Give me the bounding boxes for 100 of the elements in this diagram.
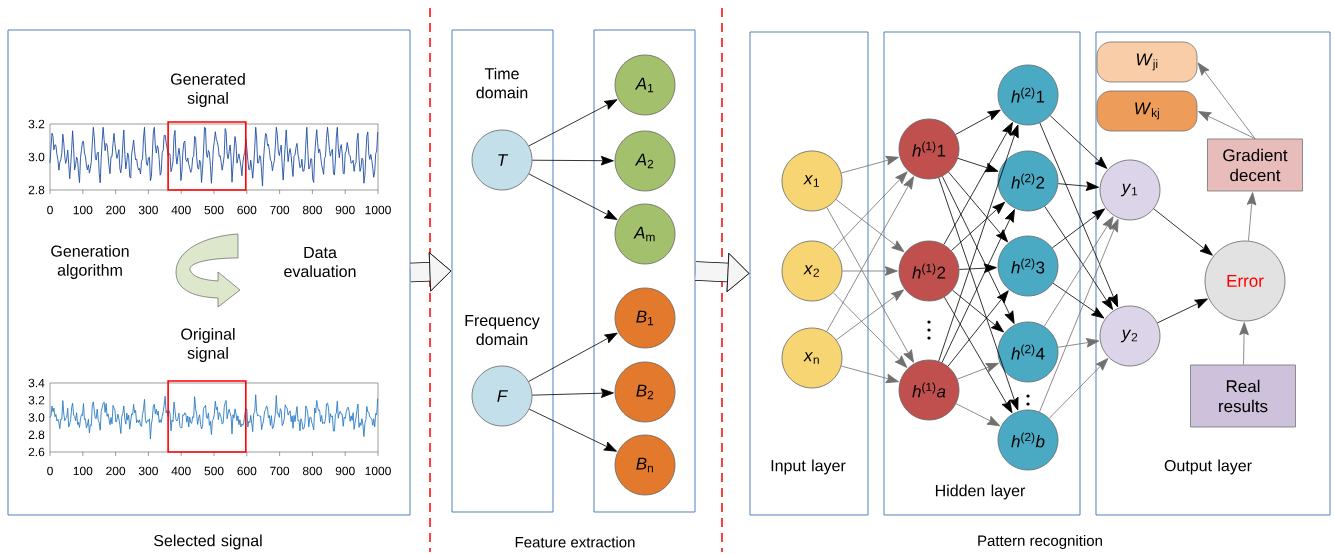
step-label: Generation algorithm xyxy=(51,245,129,279)
data-box: Real results xyxy=(1190,364,1296,428)
tick-label: 2.8 xyxy=(28,430,45,440)
arrow xyxy=(947,290,1009,367)
section-caption: Pattern recognition xyxy=(978,535,1102,549)
arrow xyxy=(832,292,908,368)
tick-label: 2.6 xyxy=(28,447,45,457)
arrow xyxy=(528,99,618,147)
block-arrow xyxy=(695,252,750,293)
weight-box: W$_{ji}$ xyxy=(1096,41,1198,83)
arrow xyxy=(1246,192,1257,242)
tick-label: 100 xyxy=(73,205,93,215)
layer-label: Input layer xyxy=(771,459,846,475)
step-label: Data evaluation xyxy=(284,246,356,278)
arrow xyxy=(1049,115,1108,169)
tick-label: 3.0 xyxy=(28,413,45,422)
arrow xyxy=(840,365,899,384)
tick-label: 300 xyxy=(138,205,158,215)
arrow xyxy=(1039,122,1119,308)
arrow xyxy=(1157,298,1208,324)
tick-label: 200 xyxy=(106,205,126,215)
arrow xyxy=(1153,208,1213,256)
tick-label: 0 xyxy=(47,466,53,476)
arrow xyxy=(1197,62,1256,139)
arrow xyxy=(1043,216,1114,327)
tick-label: 3.2 xyxy=(28,119,45,129)
tick-label: 3.0 xyxy=(28,152,45,162)
arrow xyxy=(941,209,1015,363)
section-caption: Selected signal xyxy=(154,534,262,550)
weight-box: W$_{kj}$ xyxy=(1096,90,1198,132)
arrow xyxy=(1057,181,1099,191)
arrow xyxy=(1052,282,1105,319)
arrow xyxy=(952,289,1004,333)
arrow xyxy=(528,332,618,382)
arrow xyxy=(532,155,614,166)
tick-label: 800 xyxy=(302,466,322,476)
arrow xyxy=(826,176,914,332)
panel-frame xyxy=(883,31,1081,516)
arrow xyxy=(941,175,1015,324)
arrow xyxy=(943,296,1013,414)
panel-frame xyxy=(451,29,554,513)
domain-label: Frequency domain xyxy=(465,314,540,346)
arrow xyxy=(943,122,1013,245)
arrow xyxy=(826,207,914,363)
tick-label: 700 xyxy=(270,466,290,476)
arrow xyxy=(948,171,1008,243)
arrow xyxy=(836,289,905,341)
tick-label: 100 xyxy=(73,466,93,476)
arrow xyxy=(842,266,898,276)
tick-label: 0 xyxy=(47,205,53,215)
tick-label: 3.2 xyxy=(28,395,45,405)
arrow xyxy=(840,155,899,174)
layer-label: Hidden layer xyxy=(935,484,1026,500)
arrow xyxy=(1039,218,1119,413)
arrow xyxy=(957,157,999,173)
arrow xyxy=(957,362,999,380)
tick-label: 2.8 xyxy=(28,185,45,195)
arrow xyxy=(529,408,617,452)
arrow xyxy=(958,263,997,273)
tick-label: 1000 xyxy=(365,466,391,476)
chart-title: Generated signal xyxy=(171,73,245,107)
arrow xyxy=(1048,358,1109,419)
tick-label: 300 xyxy=(138,466,158,476)
arrow xyxy=(532,388,614,398)
tick-label: 700 xyxy=(270,205,290,215)
arrow xyxy=(1044,206,1114,310)
tick-label: 900 xyxy=(335,205,355,215)
arrow xyxy=(951,201,1006,251)
panel-frame xyxy=(749,31,869,516)
tick-label: 900 xyxy=(335,466,355,476)
arrow xyxy=(938,124,1019,362)
arrow xyxy=(835,199,905,253)
panel-frame xyxy=(7,29,411,516)
arrow xyxy=(955,403,1001,427)
arrow xyxy=(938,177,1019,411)
tick-label: 3.4 xyxy=(28,378,45,388)
arrow xyxy=(1198,111,1256,139)
panel-frame xyxy=(1095,31,1331,516)
tick-label: 1000 xyxy=(365,205,391,215)
domain-label: Time domain xyxy=(476,67,528,99)
tick-label: 500 xyxy=(204,205,224,215)
arrow xyxy=(1052,208,1106,249)
tick-label: 600 xyxy=(237,205,257,215)
layer-label: Output layer xyxy=(1164,459,1252,475)
block-arrow xyxy=(410,252,452,292)
tick-label: 600 xyxy=(237,466,257,476)
arrow xyxy=(955,109,1001,135)
arrow xyxy=(1057,338,1100,348)
tick-label: 400 xyxy=(171,466,191,476)
tick-label: 500 xyxy=(204,466,224,476)
panel-frame xyxy=(593,29,696,513)
tick-label: 800 xyxy=(302,205,322,215)
process-box: Gradient decent xyxy=(1207,138,1303,192)
arrow xyxy=(528,173,618,220)
arrow xyxy=(1239,322,1249,365)
arrow xyxy=(832,171,908,250)
chart-title: Original signal xyxy=(181,328,235,362)
section-caption: Feature extraction xyxy=(515,536,635,548)
tick-label: 200 xyxy=(106,466,126,476)
tick-label: 400 xyxy=(171,205,191,215)
